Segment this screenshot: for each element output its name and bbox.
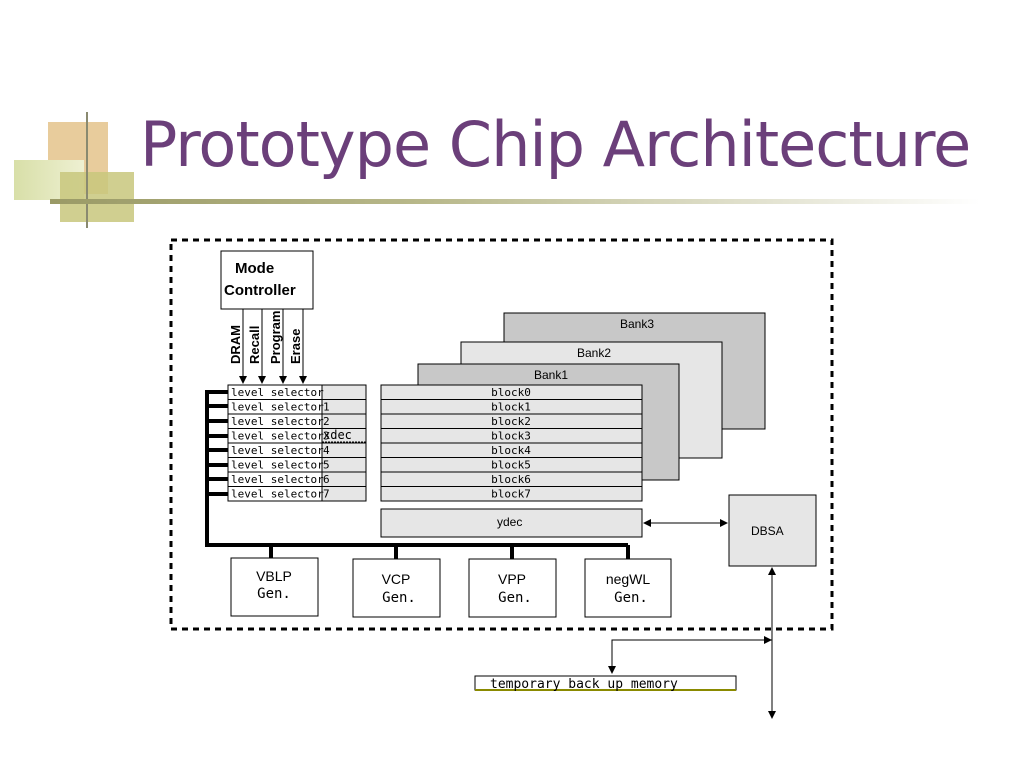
signal-recall-label: Recall — [247, 326, 262, 364]
mode-controller-label-1: Mode — [235, 260, 274, 277]
temp-backup-memory-label: temporary back up memory — [490, 677, 678, 692]
gen-vblp-label-2: Gen. — [257, 586, 291, 602]
gen-vpp: VPP Gen. — [468, 558, 557, 618]
level-selector-index: 3 — [323, 430, 330, 443]
block-label: block4 — [491, 444, 531, 457]
gen-vblp-label-1: VBLP — [256, 568, 292, 584]
level-selector-index: 2 — [323, 415, 330, 428]
mode-signal-arrows — [239, 309, 307, 384]
mode-controller: Mode Controller — [220, 250, 314, 310]
title-underline — [50, 199, 980, 204]
signal-program-label: Program — [268, 311, 283, 364]
xdec-label: xdec — [323, 428, 352, 442]
signal-erase-label: Erase — [288, 329, 303, 364]
dbsa-label: DBSA — [751, 524, 784, 538]
bank1-label: Bank1 — [534, 368, 568, 382]
dbsa: DBSA — [728, 494, 817, 567]
level-selector-label: level selector — [231, 415, 324, 428]
level-selector-label: level selector — [231, 430, 324, 443]
level-selector-index: 4 — [323, 444, 330, 457]
page-title: Prototype Chip Architecture — [140, 108, 971, 181]
level-selector-index: 5 — [323, 459, 330, 472]
mode-controller-label-2: Controller — [224, 282, 296, 299]
ydec: ydec — [380, 508, 643, 538]
level-selector-index: 7 — [323, 488, 330, 501]
level-selector-index: 1 — [323, 401, 330, 414]
block-label: block7 — [491, 488, 531, 501]
level-selector-label: level selector — [231, 444, 324, 457]
gen-negwl: negWL Gen. — [584, 558, 672, 618]
gen-negwl-label-1: negWL — [606, 571, 651, 587]
gen-vcp: VCP Gen. — [352, 558, 441, 618]
block-label: block0 — [491, 386, 531, 399]
gen-negwl-label-2: Gen. — [614, 590, 648, 606]
bank2-label: Bank2 — [577, 346, 611, 360]
gen-vcp-label-2: Gen. — [382, 590, 416, 606]
level-selector-index: 6 — [323, 473, 330, 486]
gen-vpp-label-2: Gen. — [498, 590, 532, 606]
block-label: block2 — [491, 415, 531, 428]
gen-vpp-label-1: VPP — [498, 571, 526, 587]
temp-memory-connector — [608, 639, 772, 674]
power-bus — [205, 390, 630, 559]
level-selector-label: level selector — [231, 488, 324, 501]
signal-dram-label: DRAM — [228, 325, 243, 364]
chip-boundary — [169, 238, 834, 631]
gen-vblp: VBLP Gen. — [230, 557, 319, 617]
bank3-label: Bank3 — [620, 317, 654, 331]
level-selector-label: level selector — [231, 386, 324, 399]
block-label: block6 — [491, 473, 531, 486]
gen-vcp-label-1: VCP — [382, 571, 411, 587]
level-selector-label: level selector — [231, 473, 324, 486]
level-selector-label: level selector — [231, 459, 324, 472]
ydec-label: ydec — [497, 515, 522, 529]
decor-vertical-line — [86, 112, 88, 228]
block-label: block3 — [491, 430, 531, 443]
block-rows: block0block1block2block3block4block5bloc… — [381, 386, 642, 501]
block-label: block1 — [491, 401, 531, 414]
level-selector-label: level selector — [231, 401, 324, 414]
block-label: block5 — [491, 459, 531, 472]
decor-square-olive — [60, 172, 134, 222]
temp-backup-memory: temporary back up memory — [474, 675, 737, 692]
